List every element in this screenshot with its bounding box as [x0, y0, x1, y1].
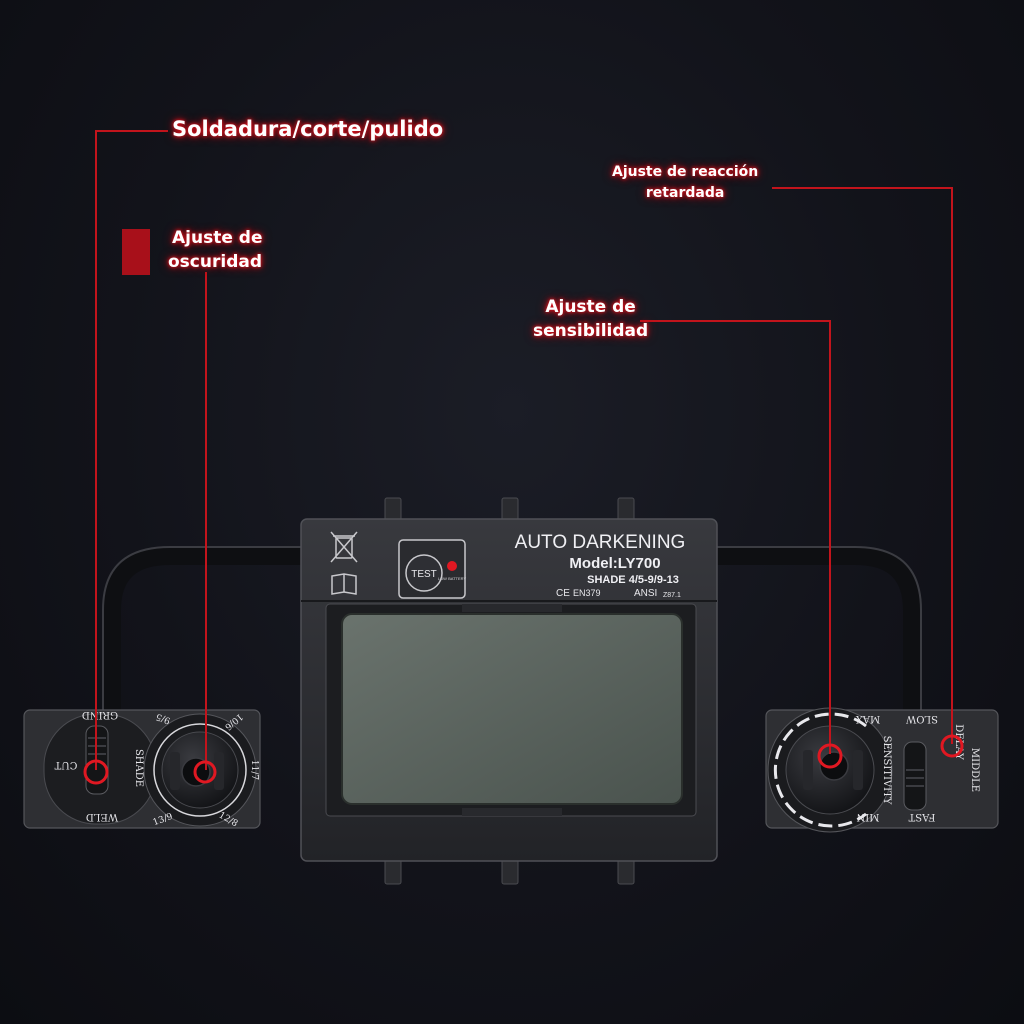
ribbon-cable-left — [103, 547, 314, 721]
en-standard-label: EN379 — [573, 588, 601, 598]
callout-sensitivity-adjust-line2: sensibilidad — [533, 321, 649, 341]
callout-shade-adjust-line2: oscuridad — [168, 252, 262, 272]
callout-delay-adjust-line1: Ajuste de reacción — [612, 164, 759, 180]
callout-sensitivity-adjust-line1: Ajuste de — [545, 297, 636, 317]
shade-knob-ring — [153, 723, 247, 817]
callout-shade-adjust-line1: Ajuste de — [172, 228, 263, 248]
manual-book-icon — [331, 573, 357, 595]
callout-lines — [95, 130, 953, 770]
delay-label: DELAY — [953, 724, 964, 760]
ribbon-cable-left-edge — [102, 546, 305, 712]
marker-delay-switch — [940, 734, 964, 758]
callout-shade-adjust: Ajuste de oscuridad — [168, 226, 262, 274]
lens-view-area — [341, 613, 683, 805]
shade-9-5-label: 9/5 — [155, 711, 172, 725]
weee-bin-icon — [330, 531, 358, 563]
low-battery-label: LOW BATTERY — [438, 576, 467, 581]
callout-sensitivity-adjust: Ajuste de sensibilidad — [533, 295, 648, 343]
low-battery-led — [447, 561, 457, 571]
marker-sensitivity-knob — [817, 743, 843, 769]
callout-delay-adjust: Ajuste de reacción retardada — [612, 162, 758, 204]
test-button-label: TEST — [411, 569, 437, 580]
delay-selector-slider[interactable] — [903, 741, 927, 811]
delay-middle-label: MIDDLE — [969, 748, 980, 792]
shade-knob-label: SHADE — [133, 749, 144, 787]
ribbon-cable-right-edge — [715, 546, 922, 712]
shade-callout-tag — [122, 229, 150, 275]
mode-grind-label: GRIND — [82, 709, 118, 720]
sensitivity-max-label: MAX — [855, 713, 880, 724]
ce-mark: CE — [556, 588, 570, 599]
mode-cut-label: CUT — [54, 759, 77, 770]
delay-fast-label: FAST — [908, 811, 935, 822]
shade-11-7-label: 11/7 — [249, 760, 259, 780]
marker-shade-knob — [193, 760, 217, 784]
model-label: Model:LY700 — [569, 555, 660, 572]
shade-range-label: SHADE 4/5-9/9-13 — [587, 574, 679, 586]
callout-delay-adjust-line2: retardada — [645, 185, 725, 201]
panel-title: AUTO DARKENING — [515, 532, 686, 553]
ansi-code-label: Z87.1 — [663, 592, 681, 599]
marker-mode-switch — [83, 759, 109, 785]
ansi-label: ANSI — [634, 588, 657, 599]
callout-weld-cut-grind: Soldadura/corte/pulido — [172, 117, 444, 141]
test-button[interactable] — [405, 554, 443, 592]
sensitivity-scale-arc — [773, 712, 867, 828]
ribbon-cable-right — [706, 547, 921, 721]
sensitivity-min-label: MIN — [856, 811, 879, 822]
delay-slow-label: SLOW — [905, 713, 938, 724]
mode-weld-label: WELD — [86, 811, 118, 822]
sensitivity-label: SENSITIVITY — [881, 736, 892, 805]
